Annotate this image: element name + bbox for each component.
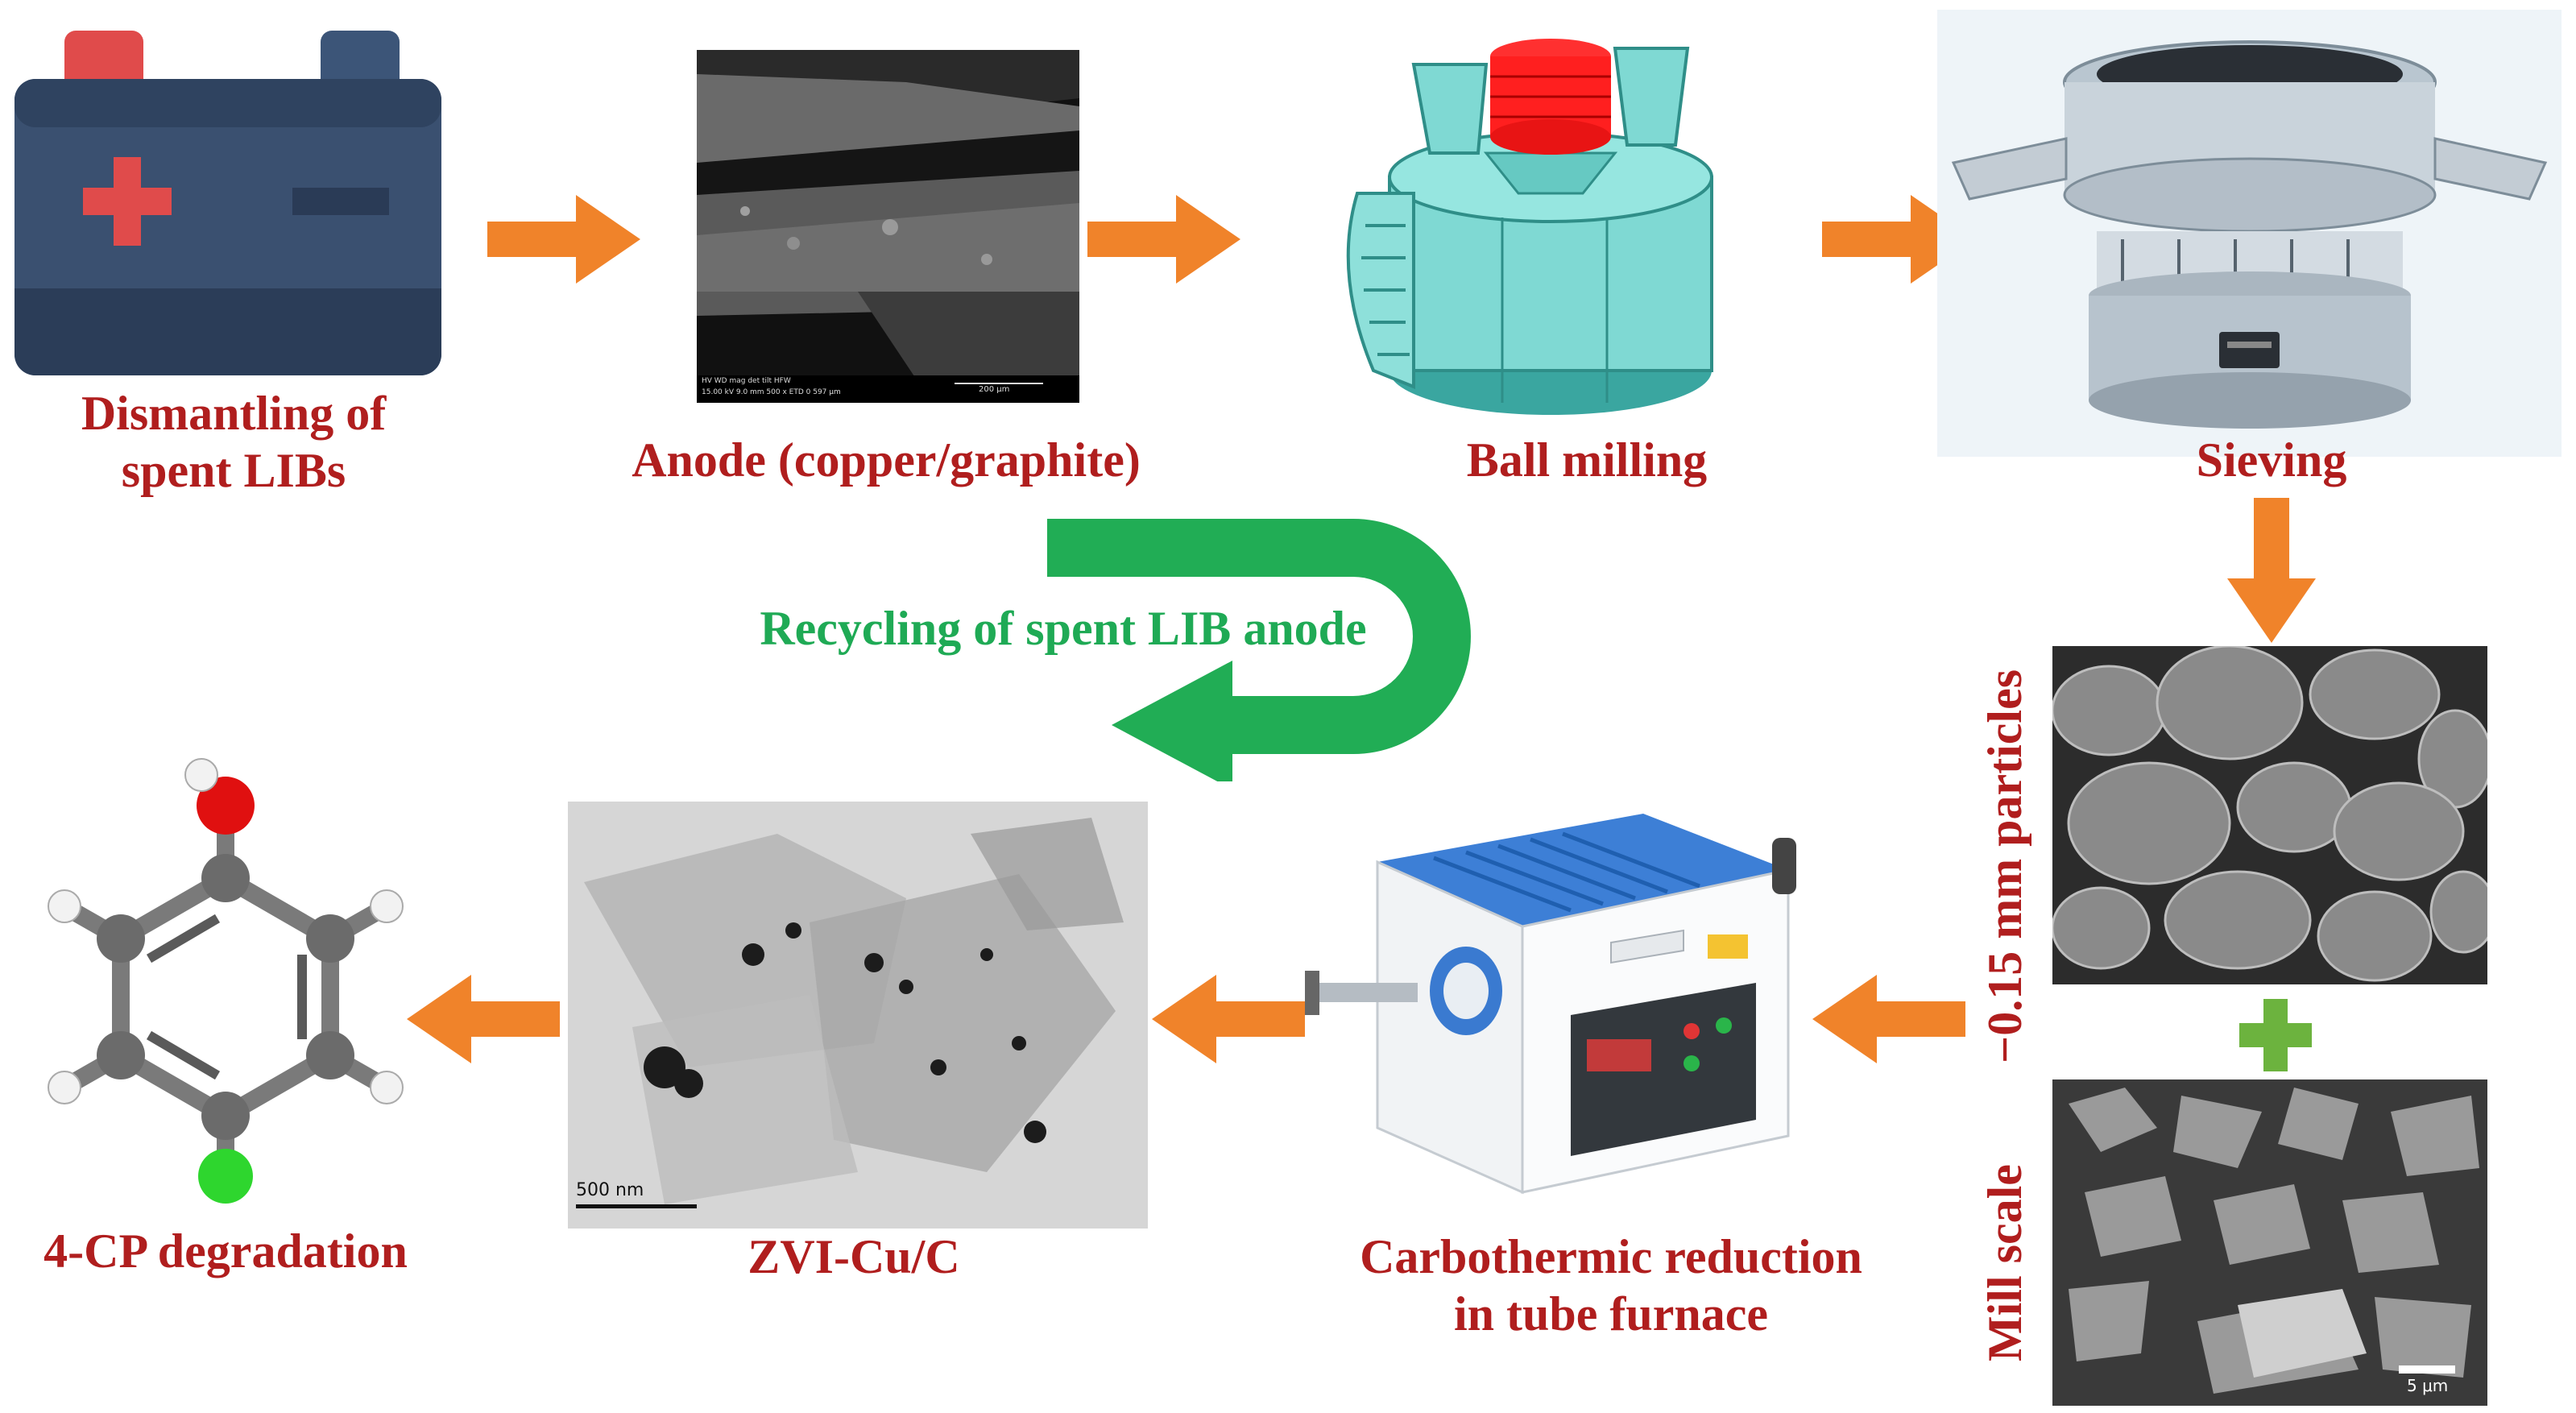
label-recycling: Recycling of spent LIB anode bbox=[760, 602, 1367, 655]
label-ball-milling: Ball milling bbox=[1466, 433, 1708, 487]
label-carbothermic: Carbothermic reduction in tube furnace bbox=[1360, 1230, 1862, 1340]
arrow-right-1 bbox=[487, 195, 640, 284]
zvi-tem-image: 500 nm bbox=[568, 802, 1148, 1229]
arrow-left-2 bbox=[1152, 975, 1305, 1063]
arrow-left-3 bbox=[407, 975, 560, 1063]
battery-icon bbox=[14, 31, 441, 377]
mill-scale-sem-image: 5 μm bbox=[2052, 1079, 2487, 1406]
sem-scale-label: 200 μm bbox=[979, 385, 1010, 394]
anode-sem-image: HV WD mag det tilt HFW 15.00 kV 9.0 mm 5… bbox=[697, 50, 1079, 403]
label-zvi: ZVI-Cu/C bbox=[748, 1230, 960, 1283]
sieving-machine bbox=[1937, 10, 2562, 457]
label-dismantling: Dismantling of spent LIBs bbox=[81, 387, 387, 497]
label-4-cp: 4-CP degradation bbox=[43, 1224, 408, 1278]
label-particles: −0.15 mm particles bbox=[1978, 669, 2031, 1063]
plus-icon bbox=[2239, 999, 2312, 1071]
label-anode: Anode (copper/graphite) bbox=[632, 433, 1141, 487]
arrow-left-1 bbox=[1812, 975, 1965, 1063]
ball-mill-illustration bbox=[1341, 32, 1760, 419]
arrow-right-2 bbox=[1087, 195, 1240, 284]
label-sieving: Sieving bbox=[2196, 433, 2347, 487]
sem-info-text: HV WD mag det tilt HFW bbox=[702, 377, 791, 385]
label-mill-scale: Mill scale bbox=[1978, 1164, 2031, 1361]
recycling-uturn-arrow bbox=[1047, 516, 1514, 781]
mill-scale-bar-label: 5 μm bbox=[2407, 1376, 2449, 1395]
tem-scale-label: 500 nm bbox=[576, 1180, 644, 1200]
sem-info-values: 15.00 kV 9.0 mm 500 x ETD 0 597 μm bbox=[702, 388, 841, 396]
particles-sem-image bbox=[2052, 646, 2487, 984]
4-cp-molecule bbox=[40, 757, 411, 1208]
tube-furnace-illustration bbox=[1305, 798, 1804, 1200]
arrow-right-3 bbox=[1822, 195, 1975, 284]
arrow-down bbox=[2227, 498, 2316, 643]
